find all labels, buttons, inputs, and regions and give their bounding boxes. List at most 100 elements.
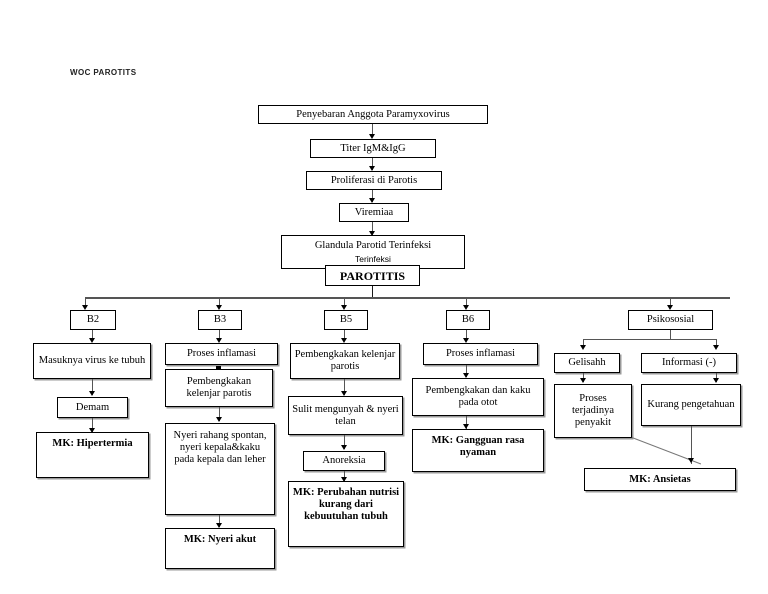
connector-penyebaran-titer xyxy=(372,124,373,137)
connector-split-gelisah xyxy=(583,339,584,347)
arrowhead xyxy=(341,477,347,482)
connector-b3-header-1 xyxy=(219,330,220,340)
node-label: Penyebaran Anggota Paramyxovirus xyxy=(296,108,450,120)
connector-ps-4-ansietas xyxy=(691,426,692,464)
connector-b6-1-2 xyxy=(466,365,467,377)
connector-proliferasi-viremia xyxy=(372,190,373,202)
connector-b2-2-3 xyxy=(92,418,93,432)
connector-b5-1-2 xyxy=(344,379,345,395)
branch-distributor-bar xyxy=(85,297,730,299)
arrowhead xyxy=(89,428,95,433)
connector-distributor-b3 xyxy=(219,297,220,307)
connector-parotitis-distributor xyxy=(372,286,373,297)
node-b3-4-diagnosis: MK: Nyeri akut xyxy=(165,528,275,569)
node-label: MK: Nyeri akut xyxy=(183,534,257,545)
arrowhead xyxy=(369,231,375,236)
branch-header-b3: B3 xyxy=(198,310,242,330)
connector-b5-2-3 xyxy=(344,435,345,449)
node-label: Titer IgM&IgG xyxy=(340,142,406,154)
node-ps-2: Informasi (-) xyxy=(641,353,737,373)
arrowhead xyxy=(463,305,469,310)
node-label: Informasi (-) xyxy=(662,357,716,368)
node-parotitis: PAROTITIS xyxy=(325,265,420,286)
node-b3-1: Proses inflamasi xyxy=(165,343,278,365)
node-viremia: Viremiaa xyxy=(339,203,409,222)
arrowhead xyxy=(216,523,222,528)
node-label: Glandula Parotid Terinfeksi xyxy=(314,239,432,251)
node-ps-4: Kurang pengetahuan xyxy=(641,384,741,426)
connector-b2-header-1 xyxy=(92,330,93,340)
node-label: MK: Ansietas xyxy=(629,473,691,485)
node-ps-1: Gelisahh xyxy=(554,353,620,373)
node-label: Proses terjadinya penyakit xyxy=(572,393,614,428)
branch-header-b5: B5 xyxy=(324,310,368,330)
node-label: Pembengkakan kelenjar parotis xyxy=(186,376,252,399)
connector-distributor-b5 xyxy=(344,297,345,307)
arrowhead xyxy=(341,445,347,450)
node-b5-4-diagnosis: MK: Perubahan nutrisi kurang dari kebuut… xyxy=(288,481,404,547)
connector-b5-header-1 xyxy=(344,330,345,340)
connector-b3-1-2 xyxy=(216,366,221,369)
arrowhead xyxy=(463,424,469,429)
arrowhead xyxy=(89,391,95,396)
connector-ps-2-4 xyxy=(716,373,717,382)
node-label: Pembengkakan dan kaku pada otot xyxy=(425,385,531,408)
arrowhead xyxy=(667,305,673,310)
node-label: Kurang pengetahuan xyxy=(647,399,735,410)
connector-b5-3-4 xyxy=(344,471,345,482)
node-proliferasi: Proliferasi di Parotis xyxy=(306,171,442,190)
node-glandula: Glandula Parotid Terinfeksi Terinfeksi xyxy=(281,235,465,269)
arrowhead xyxy=(463,338,469,343)
connector-viremia-glandula xyxy=(372,222,373,235)
node-b2-1: Masuknya virus ke tubuh xyxy=(33,343,151,379)
connector-distributor-b6 xyxy=(466,297,467,307)
connector-b3-2-3 xyxy=(219,407,220,421)
arrowhead xyxy=(341,391,347,396)
arrowhead xyxy=(341,338,347,343)
connector-split-informasi xyxy=(716,339,717,347)
node-b2-2: Demam xyxy=(57,397,128,418)
node-penyebaran: Penyebaran Anggota Paramyxovirus xyxy=(258,105,488,124)
node-label: MK: Gangguan rasa nyaman xyxy=(431,435,525,458)
branch-header-b6: B6 xyxy=(446,310,490,330)
connector-titer-proliferasi xyxy=(372,158,373,170)
branch-header-psikososial: Psikososial xyxy=(628,310,713,330)
node-b5-2: Sulit mengunyah & nyeri telan xyxy=(288,396,403,435)
connector-b2-1-2 xyxy=(92,379,93,395)
arrowhead xyxy=(341,305,347,310)
branch-header-b2: B2 xyxy=(70,310,116,330)
node-label: Anoreksia xyxy=(322,455,366,466)
node-label: PAROTITIS xyxy=(339,268,406,283)
arrowhead xyxy=(82,305,88,310)
node-b6-3-diagnosis: MK: Gangguan rasa nyaman xyxy=(412,429,544,472)
node-label: Pembengkakan kelenjar parotis xyxy=(294,349,396,372)
connector-b3-3-4 xyxy=(219,515,220,527)
psikososial-split-bar xyxy=(583,339,717,340)
node-sublabel: Terinfeksi xyxy=(355,253,391,264)
arrowhead xyxy=(580,345,586,350)
branch-header-label: B5 xyxy=(339,314,353,325)
connector-b6-header-1 xyxy=(466,330,467,341)
arrowhead xyxy=(713,378,719,383)
connector-ps-1-3 xyxy=(583,373,584,382)
node-label: Proliferasi di Parotis xyxy=(330,174,418,186)
arrowhead xyxy=(580,378,586,383)
node-label: MK: Perubahan nutrisi kurang dari kebuut… xyxy=(292,487,400,522)
branch-header-label: Psikososial xyxy=(646,314,695,325)
node-b5-3: Anoreksia xyxy=(303,451,385,471)
arrowhead xyxy=(369,166,375,171)
node-b2-3-diagnosis: MK: Hipertermia xyxy=(36,432,149,478)
arrowhead xyxy=(216,305,222,310)
arrowhead xyxy=(89,338,95,343)
connector-distributor-b2 xyxy=(85,297,86,307)
branch-header-label: B6 xyxy=(461,314,475,325)
branch-header-label: B3 xyxy=(213,314,227,325)
arrowhead xyxy=(369,198,375,203)
arrowhead xyxy=(369,134,375,139)
node-b6-1: Proses inflamasi xyxy=(423,343,538,365)
node-ps-3: Proses terjadinya penyakit xyxy=(554,384,632,438)
node-label: Nyeri rahang spontan, nyeri kepala&kaku … xyxy=(173,430,267,465)
arrowhead xyxy=(713,345,719,350)
node-ps-5-diagnosis: MK: Ansietas xyxy=(584,468,736,491)
